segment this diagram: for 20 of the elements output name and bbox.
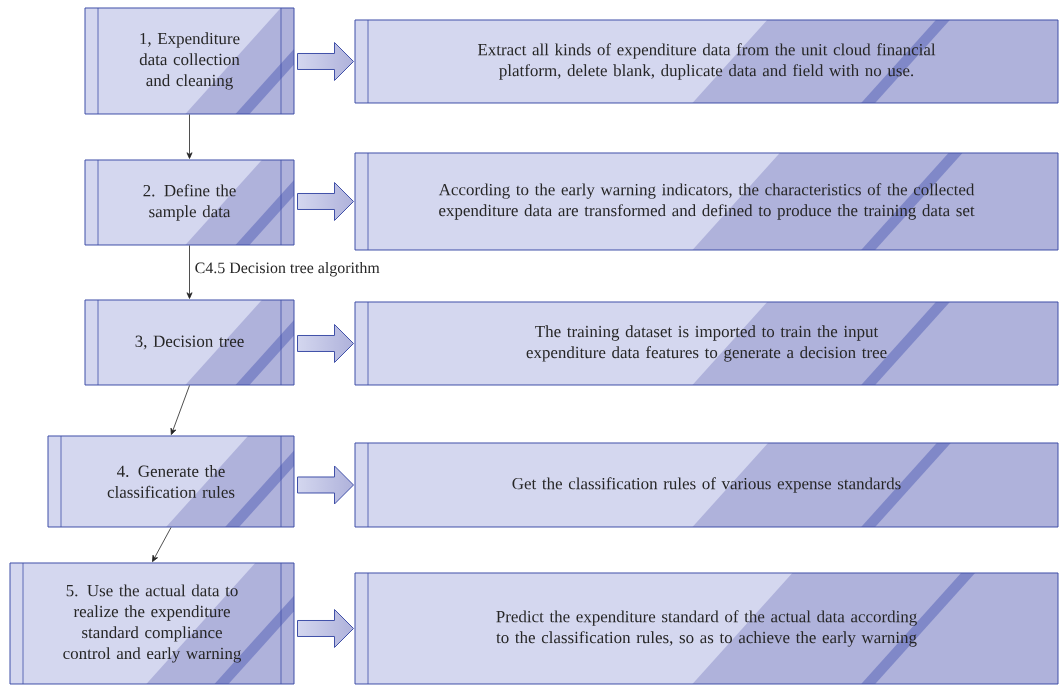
process-box: 4. Generate the classification rules (47, 435, 295, 528)
arrow (186, 245, 193, 299)
block-arrow (297, 324, 354, 363)
arrow (152, 527, 172, 562)
process-box: Extract all kinds of expenditure data from the unit cloud financial platform, delete blank, duplicate data and field with no use. (354, 19, 1059, 104)
arrow (170, 385, 190, 435)
process-box: 3, Decision tree (84, 299, 295, 386)
process-box: 5. Use the actual data to realize the expenditure standard compliance control and early warning (9, 562, 295, 685)
arrow (186, 114, 193, 159)
block-arrow (297, 609, 354, 648)
edge-label: C4.5 Decision tree algorithm (193, 261, 381, 278)
block-arrow (297, 42, 354, 81)
block-arrow (297, 465, 354, 505)
process-box: The training dataset is imported to train the input expenditure data features to generate a decision tree (354, 301, 1059, 386)
process-box: 1, Expenditure data collection and cleaning (84, 7, 295, 115)
block-arrow (297, 182, 354, 221)
process-box: 2. Define the sample data (84, 159, 295, 246)
process-box: Get the classification rules of various expense standards (354, 442, 1059, 528)
process-box: Predict the expenditure standard of the actual data according to the classification rules, so as to achieve the early warning (354, 572, 1059, 685)
process-box: According to the early warning indicators, the characteristics of the collected expenditure data are transformed and defined to produce the training data set (354, 152, 1059, 251)
